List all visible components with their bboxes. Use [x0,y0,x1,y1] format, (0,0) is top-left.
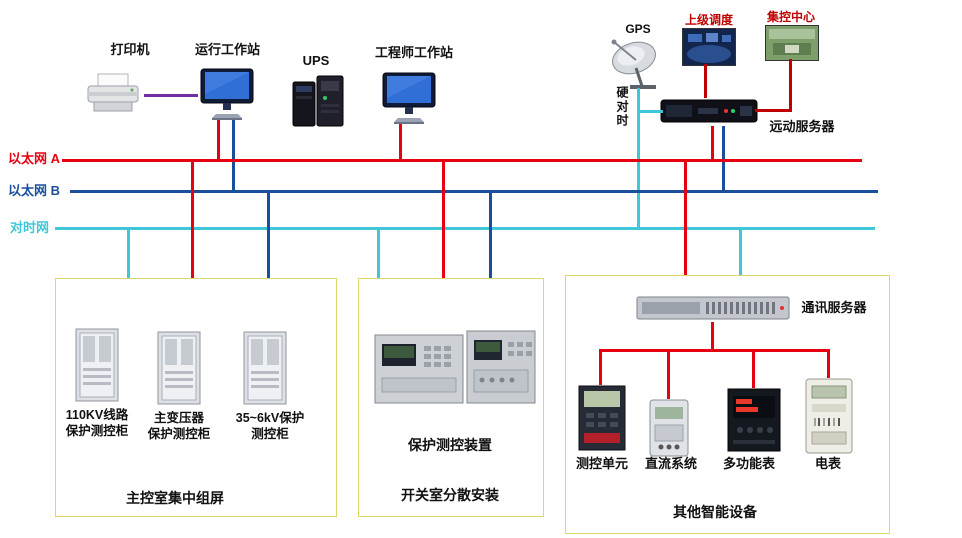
link-operator-ws-ethernet-a [217,120,220,160]
link-engineer-ws-ethernet-a [399,124,402,160]
printer-icon [82,70,144,119]
link-dispatch-motion-server [704,64,707,98]
ethernet-b-label: 以太网 B [8,183,61,198]
link-operator-ws-ethernet-b [232,120,235,191]
link-control-center-motion-server [755,109,792,112]
control-center-photo [765,25,819,66]
operator-workstation-label: 运行工作站 [194,42,260,57]
ups-icon [287,74,349,133]
right-box-internal-bus [599,349,830,352]
drop-left-box-time-net [127,230,130,278]
cabinet-110kv-icon [75,328,119,407]
printer-label: 打印机 [110,42,150,57]
measure-unit-label: 测控单元 [575,456,628,471]
ethernet-a-bus [62,159,862,162]
link-motion-server-ethernet-a [711,126,714,162]
cabinet-110kv-label: 110KV线路 保护测控柜 [65,408,129,438]
hard-time-sync-label: 硬对时 [615,86,629,128]
ethernet-b-bus [70,190,878,193]
dispatch-label: 上级调度 [684,13,733,27]
cabinet-transformer-icon [157,331,201,410]
drop-middle-box-time-net [377,230,380,278]
gps-label: GPS [625,22,651,36]
ethernet-a-label: 以太网 A [8,151,61,166]
dc-system-icon [649,399,689,462]
engineer-workstation-icon [380,72,438,131]
comm-server-label: 通讯服务器 [801,300,867,315]
link-control-center-down [789,59,792,111]
left-box-caption: 主控室集中组屏 [126,490,224,506]
protection-device-icon-1 [374,334,464,409]
time-net-bus [55,227,875,230]
comm-server-icon [636,294,790,327]
motion-server-icon [660,96,758,131]
drop-middle-box-ethernet-b [489,193,492,278]
motion-server-label: 远动服务器 [769,119,835,134]
drop-energy-meter [827,349,830,378]
energy-meter-label: 电表 [814,456,841,471]
operator-workstation-icon [198,68,256,127]
middle-box-caption: 开关室分散安装 [401,487,499,503]
time-net-label: 对时网 [10,220,50,235]
drop-dc-system [667,349,670,399]
gps-antenna-icon [608,38,664,97]
protection-device-icon-2 [466,330,536,409]
drop-right-box-time-net [739,230,742,295]
link-comm-server-internal-bus [711,322,714,352]
drop-left-box-ethernet-b [267,193,270,278]
cabinet-35kv-label: 35~6kV保护 测控柜 [235,411,305,441]
printer-cable [144,94,198,97]
dispatch-photo [682,28,736,71]
drop-measure-unit [599,349,602,385]
ups-label: UPS [302,53,330,68]
link-gps-motion-server [637,110,663,113]
multifunction-meter-icon [727,388,781,457]
drop-multifunction-meter [752,349,755,388]
drop-right-box-ethernet-a [684,162,687,295]
link-gps-time-net [637,88,640,228]
control-center-label: 集控中心 [766,10,815,24]
dc-system-label: 直流系统 [644,456,697,471]
cabinet-35kv-icon [243,331,287,410]
cabinet-transformer-label: 主变压器 保护测控柜 [147,411,211,441]
energy-meter-icon [805,378,853,459]
multifunction-meter-label: 多功能表 [722,456,775,471]
protection-device-label: 保护测控装置 [408,437,492,453]
measure-unit-icon [578,385,626,456]
drop-middle-box-ethernet-a [442,162,445,278]
drop-left-box-ethernet-a [191,162,194,278]
engineer-workstation-label: 工程师工作站 [374,45,453,60]
right-box-caption: 其他智能设备 [673,504,757,520]
